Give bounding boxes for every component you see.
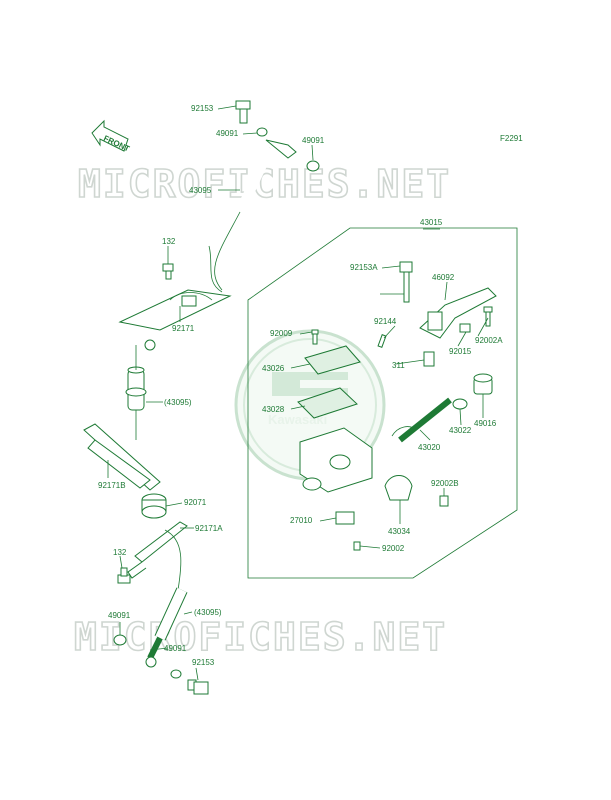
washer-49091-b (306, 160, 320, 172)
callout-49091: 49091 (164, 644, 187, 653)
callout-92153: 92153 (192, 658, 215, 667)
washer-49091-d (170, 669, 182, 679)
hose-grommet-43095 (125, 345, 147, 440)
callout-49016: 49016 (474, 419, 497, 428)
callout-92071: 92071 (184, 498, 207, 507)
callout-92144: 92144 (374, 317, 397, 326)
pin-92144 (377, 334, 387, 348)
callout-49091: 49091 (108, 611, 131, 620)
bracket-92171A (127, 521, 188, 591)
brake-hose-lower (145, 587, 188, 668)
cap-43026 (304, 345, 361, 375)
bracket-92171 (118, 289, 232, 351)
brake-lever-46092 (419, 287, 497, 339)
banjo-bolt-92153-top (235, 100, 251, 124)
callout-43022: 43022 (449, 426, 472, 435)
callout-labels: 92153 49091 49091 43095 43015 132 92153A… (98, 104, 503, 667)
figure-code: F2291 (500, 134, 523, 143)
screw-92009 (311, 329, 319, 345)
brake-hose-43095 (208, 145, 275, 293)
bolt-132-b (117, 567, 131, 584)
screw-92002 (353, 541, 361, 551)
callout-43095-paren: (43095) (164, 398, 192, 407)
switch-27010 (335, 511, 355, 525)
bracket-92171B (83, 423, 161, 491)
grommet-92071 (141, 493, 167, 519)
callout-92002: 92002 (382, 544, 405, 553)
pivot-311 (423, 351, 435, 367)
hose-fitting-top (265, 139, 297, 159)
callout-92153A: 92153A (350, 263, 378, 272)
boot-49016 (473, 373, 493, 395)
callout-27010: 27010 (290, 516, 313, 525)
callout-49091: 49091 (302, 136, 325, 145)
screw-92153A (399, 261, 413, 303)
callout-43015: 43015 (420, 218, 443, 227)
callout-92009: 92009 (270, 329, 293, 338)
callout-43095-paren: (43095) (194, 608, 222, 617)
callout-92153: 92153 (191, 104, 214, 113)
callout-92015: 92015 (449, 347, 472, 356)
assembly-box-43015 (247, 227, 518, 579)
master-cylinder-body (299, 427, 373, 493)
callout-92171: 92171 (172, 324, 195, 333)
banjo-bolt-92153-bottom (187, 679, 209, 695)
callout-92002B: 92002B (431, 479, 459, 488)
callout-92002A: 92002A (475, 336, 503, 345)
callout-311: 311 (392, 361, 405, 370)
front-arrow-icon: FRONT (91, 119, 131, 154)
callout-43034: 43034 (388, 527, 411, 536)
callout-46092: 46092 (432, 273, 455, 282)
callout-43020: 43020 (418, 443, 441, 452)
nut-92015 (459, 323, 471, 333)
bolt-92002A (483, 306, 493, 327)
washer-49091-c (113, 634, 127, 646)
callout-132: 132 (162, 237, 176, 246)
callout-132: 132 (113, 548, 127, 557)
bolt-132-a (162, 263, 174, 280)
callout-43026: 43026 (262, 364, 285, 373)
watermark-bottom: MICROFICHES.NET (74, 615, 447, 659)
circlip-43022 (452, 398, 468, 410)
callout-92171A: 92171A (195, 524, 223, 533)
callout-43028: 43028 (262, 405, 285, 414)
piston-43020 (391, 397, 452, 443)
diaphragm-43028 (297, 387, 358, 419)
callout-43095: 43095 (189, 186, 212, 195)
callout-92171B: 92171B (98, 481, 126, 490)
washer-49091-a (256, 127, 268, 137)
callout-49091: 49091 (216, 129, 239, 138)
leader-lines (107, 105, 489, 681)
bolt-92002B (439, 495, 449, 507)
clamp-43034 (384, 475, 413, 501)
